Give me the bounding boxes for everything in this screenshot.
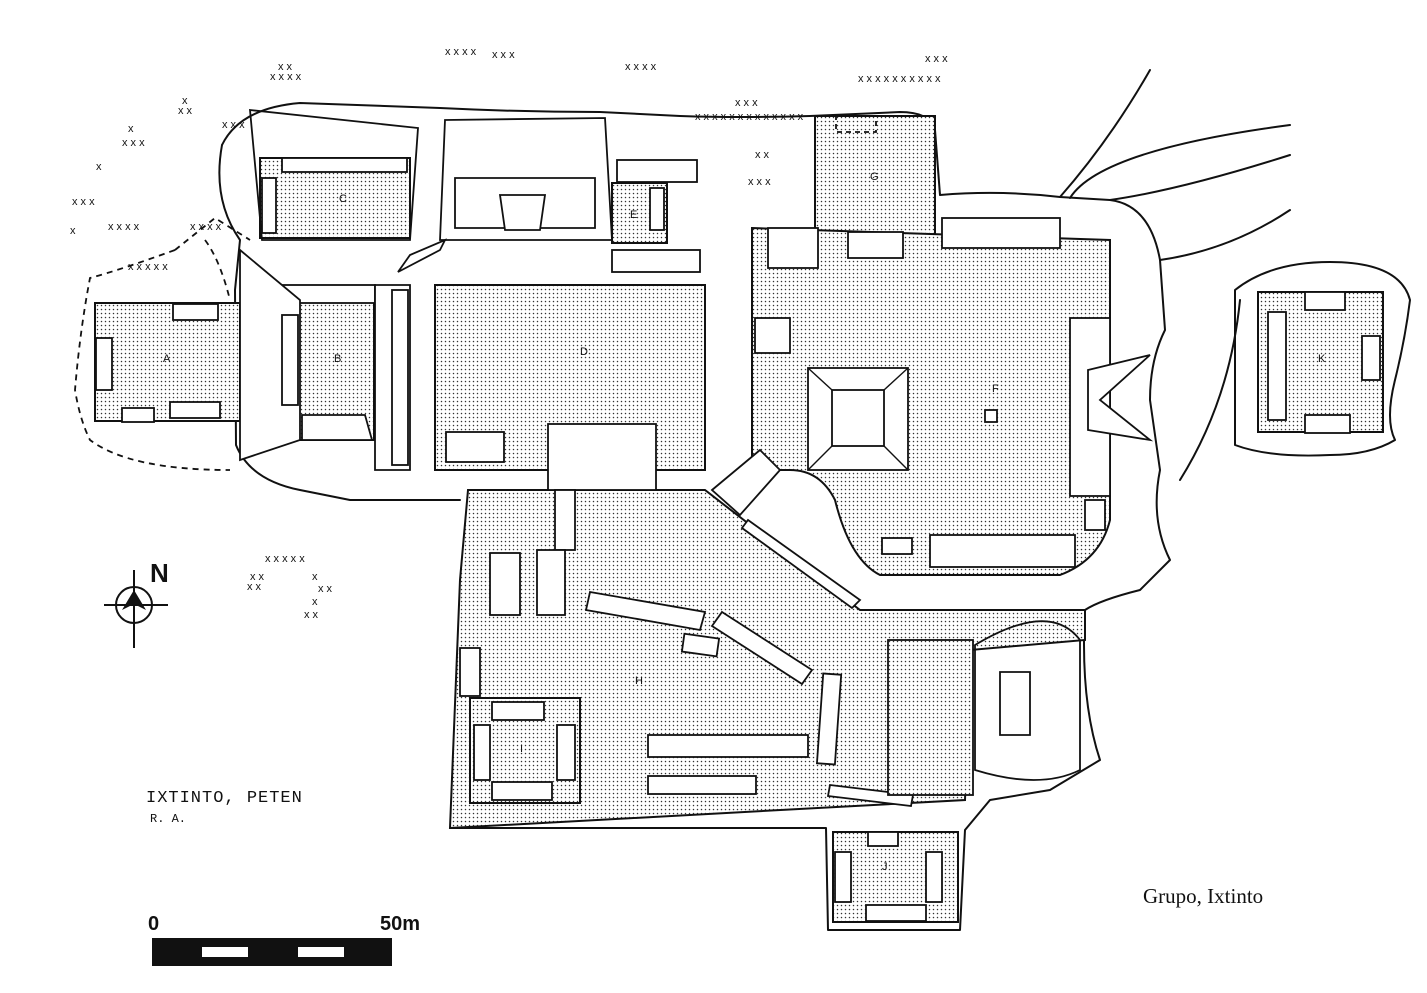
scale-end-label: 50m <box>380 913 420 935</box>
label-J: J <box>882 861 888 873</box>
svg-text:x x x: x x x <box>748 176 771 188</box>
label-K: K <box>1318 353 1326 365</box>
svg-text:x x x: x x x <box>122 137 145 149</box>
structures <box>95 108 1381 922</box>
site-credit: R. A. <box>150 812 186 826</box>
svg-text:x x x x x: x x x x x <box>128 261 168 273</box>
svg-text:x x: x x <box>178 105 193 117</box>
vegetation-marks: x x x x x x x x x x x x x x x x x x x x … <box>70 46 948 621</box>
label-D: D <box>580 346 588 358</box>
label-I: I <box>520 743 523 755</box>
svg-text:x x x x: x x x x <box>270 71 302 83</box>
svg-text:x x: x x <box>304 609 319 621</box>
north-label: N <box>150 558 169 588</box>
north-arrow: N <box>104 558 169 648</box>
svg-text:x x x x x: x x x x x <box>265 553 305 565</box>
svg-text:x x x: x x x <box>72 196 95 208</box>
label-A: A <box>163 353 171 365</box>
svg-text:x: x <box>128 123 134 135</box>
svg-text:x x: x x <box>250 571 265 583</box>
scale-bar: 0 50m <box>148 913 420 966</box>
svg-text:x x x: x x x <box>222 119 245 131</box>
label-C: C <box>339 193 347 205</box>
svg-text:x x x: x x x <box>735 97 758 109</box>
svg-text:x: x <box>70 225 76 237</box>
label-F: F <box>992 383 999 395</box>
label-G: G <box>870 171 879 183</box>
svg-text:x x x x x x x x x x: x x x x x x x x x x <box>858 73 941 85</box>
svg-text:x x x x: x x x x <box>625 61 657 73</box>
svg-text:x: x <box>312 571 318 583</box>
map-caption: Grupo, Ixtinto <box>1143 884 1263 908</box>
svg-text:x x x x: x x x x <box>445 46 477 58</box>
svg-text:x x: x x <box>755 149 770 161</box>
label-H: H <box>635 675 643 687</box>
svg-text:x x x: x x x <box>492 49 515 61</box>
svg-text:x x: x x <box>318 583 333 595</box>
scale-start-label: 0 <box>148 913 159 935</box>
svg-text:x: x <box>312 596 318 608</box>
svg-text:x x: x x <box>278 61 293 73</box>
svg-text:x x: x x <box>247 581 262 593</box>
svg-text:x x x x: x x x x <box>190 221 222 233</box>
terrain-outlines <box>74 69 1411 931</box>
plaza-labels: A B C D E F G H I J K <box>163 171 1326 873</box>
label-E: E <box>630 209 637 221</box>
svg-text:x x x: x x x <box>925 53 948 65</box>
svg-text:x: x <box>182 95 188 107</box>
svg-text:x: x <box>96 161 102 173</box>
plaza-F <box>751 226 1111 576</box>
svg-text:x x x x: x x x x <box>108 221 140 233</box>
site-title: IXTINTO, PETEN <box>146 789 303 808</box>
svg-text:x x x x x x x x x x x x x: x x x x x x x x x x x x x <box>695 111 804 123</box>
label-B: B <box>334 353 341 365</box>
